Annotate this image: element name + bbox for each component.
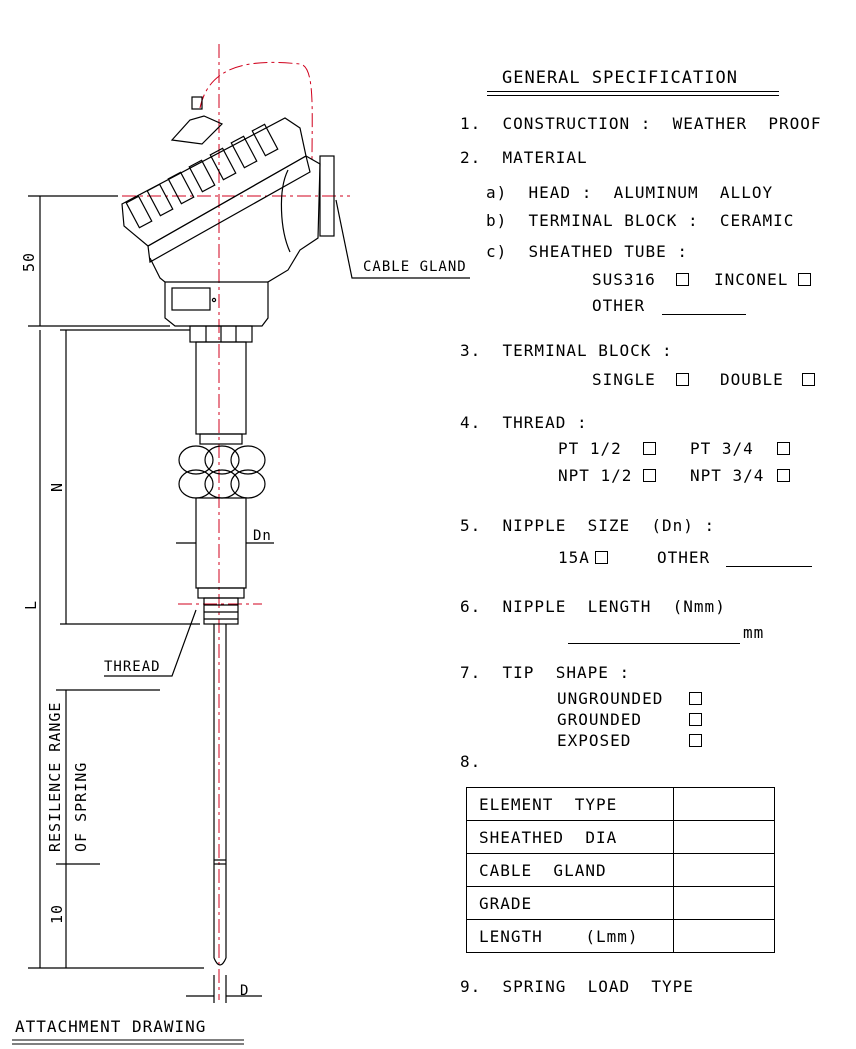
table-row: GRADE bbox=[466, 886, 775, 920]
blank-nipple-length[interactable] bbox=[568, 643, 740, 644]
table-value-cell[interactable] bbox=[673, 820, 775, 854]
title-underline bbox=[487, 91, 779, 92]
checkbox-exposed[interactable] bbox=[689, 734, 702, 747]
option-npt34: NPT 3/4 bbox=[690, 466, 765, 485]
spec-terminal-block: 3. TERMINAL BLOCK : bbox=[460, 341, 673, 360]
spec-title: GENERAL SPECIFICATION bbox=[502, 68, 738, 88]
cable-gland-label: CABLE GLAND bbox=[363, 259, 467, 275]
sheath-tube bbox=[213, 624, 227, 966]
table-label: GRADE bbox=[466, 886, 674, 920]
spec-tip-shape: 7. TIP SHAPE : bbox=[460, 663, 631, 682]
dim-n-label: N bbox=[48, 481, 66, 492]
checkbox-pt34[interactable] bbox=[777, 442, 790, 455]
option-inconel: INCONEL bbox=[714, 270, 789, 289]
spec-item-8: 8. bbox=[460, 752, 482, 771]
option-sus316: SUS316 bbox=[592, 270, 656, 289]
table-value-cell[interactable] bbox=[673, 853, 775, 887]
checkbox-npt12[interactable] bbox=[643, 469, 656, 482]
table-row: LENGTH (Lmm) bbox=[466, 919, 775, 953]
checkbox-double[interactable] bbox=[802, 373, 815, 386]
resilence-range-label: RESILENCE RANGE bbox=[46, 701, 64, 852]
checkbox-inconel[interactable] bbox=[798, 273, 811, 286]
cable-gland-leader bbox=[335, 199, 470, 279]
dimension-lines bbox=[28, 195, 274, 1003]
table-row: CABLE GLAND bbox=[466, 853, 775, 887]
dim-d-label: D bbox=[240, 983, 250, 999]
checkbox-pt12[interactable] bbox=[643, 442, 656, 455]
table-row: SHEATHED DIA bbox=[466, 820, 775, 854]
dim-50-label: 50 bbox=[20, 251, 38, 272]
thread-label: THREAD bbox=[104, 659, 161, 675]
checkbox-sus316[interactable] bbox=[676, 273, 689, 286]
terminal-head bbox=[121, 96, 335, 327]
table-value-cell[interactable] bbox=[673, 787, 775, 821]
option-double: DOUBLE bbox=[720, 370, 784, 389]
checkbox-npt34[interactable] bbox=[777, 469, 790, 482]
spec-head: a) HEAD : ALUMINUM ALLOY bbox=[486, 183, 774, 202]
spec-thread: 4. THREAD : bbox=[460, 413, 588, 432]
table-label: CABLE GLAND bbox=[466, 853, 674, 887]
checkbox-15a[interactable] bbox=[595, 551, 608, 564]
drawing-title: ATTACHMENT DRAWING bbox=[15, 1017, 207, 1036]
spec-sheathed-tube: c) SHEATHED TUBE : bbox=[486, 242, 689, 261]
option-pt34: PT 3/4 bbox=[690, 439, 754, 458]
title-underline-2 bbox=[487, 95, 779, 96]
option-pt12: PT 1/2 bbox=[558, 439, 622, 458]
blank-other-material[interactable] bbox=[662, 314, 746, 315]
cover-ribs bbox=[125, 123, 279, 229]
spec-nipple-size: 5. NIPPLE SIZE (Dn) : bbox=[460, 516, 716, 535]
unit-mm: mm bbox=[743, 623, 765, 642]
spec-construction: 1. CONSTRUCTION : WEATHER PROOF bbox=[460, 114, 822, 133]
blank-other-size[interactable] bbox=[726, 566, 812, 567]
spec-material: 2. MATERIAL bbox=[460, 148, 588, 167]
option-other-material: OTHER bbox=[592, 296, 646, 315]
table-label: LENGTH (Lmm) bbox=[466, 919, 674, 953]
option-exposed: EXPOSED bbox=[557, 731, 632, 750]
dim-l-label: L bbox=[22, 599, 40, 610]
checkbox-ungrounded[interactable] bbox=[689, 692, 702, 705]
checkbox-single[interactable] bbox=[676, 373, 689, 386]
table-value-cell[interactable] bbox=[673, 886, 775, 920]
option-other-size: OTHER bbox=[657, 548, 711, 567]
table-label: SHEATHED DIA bbox=[466, 820, 674, 854]
option-npt12: NPT 1/2 bbox=[558, 466, 633, 485]
spec-nipple-length: 6. NIPPLE LENGTH (Nmm) bbox=[460, 597, 726, 616]
checkbox-grounded[interactable] bbox=[689, 713, 702, 726]
of-spring-label: OF SPRING bbox=[72, 761, 90, 852]
dim-dn-label: Dn bbox=[253, 528, 272, 544]
option-15a: 15A bbox=[558, 548, 590, 567]
spec-table: ELEMENT TYPE SHEATHED DIA CABLE GLAND GR… bbox=[466, 787, 775, 953]
option-single: SINGLE bbox=[592, 370, 656, 389]
spec-terminal-block-material: b) TERMINAL BLOCK : CERAMIC bbox=[486, 211, 795, 230]
nipple-assembly bbox=[178, 325, 266, 625]
centerlines bbox=[97, 44, 350, 1000]
spec-spring-load: 9. SPRING LOAD TYPE bbox=[460, 977, 694, 996]
option-grounded: GROUNDED bbox=[557, 710, 643, 729]
table-row: ELEMENT TYPE bbox=[466, 787, 775, 821]
option-ungrounded: UNGROUNDED bbox=[557, 689, 664, 708]
table-label: ELEMENT TYPE bbox=[466, 787, 674, 821]
table-value-cell[interactable] bbox=[673, 919, 775, 953]
dim-10-label: 10 bbox=[48, 903, 66, 924]
